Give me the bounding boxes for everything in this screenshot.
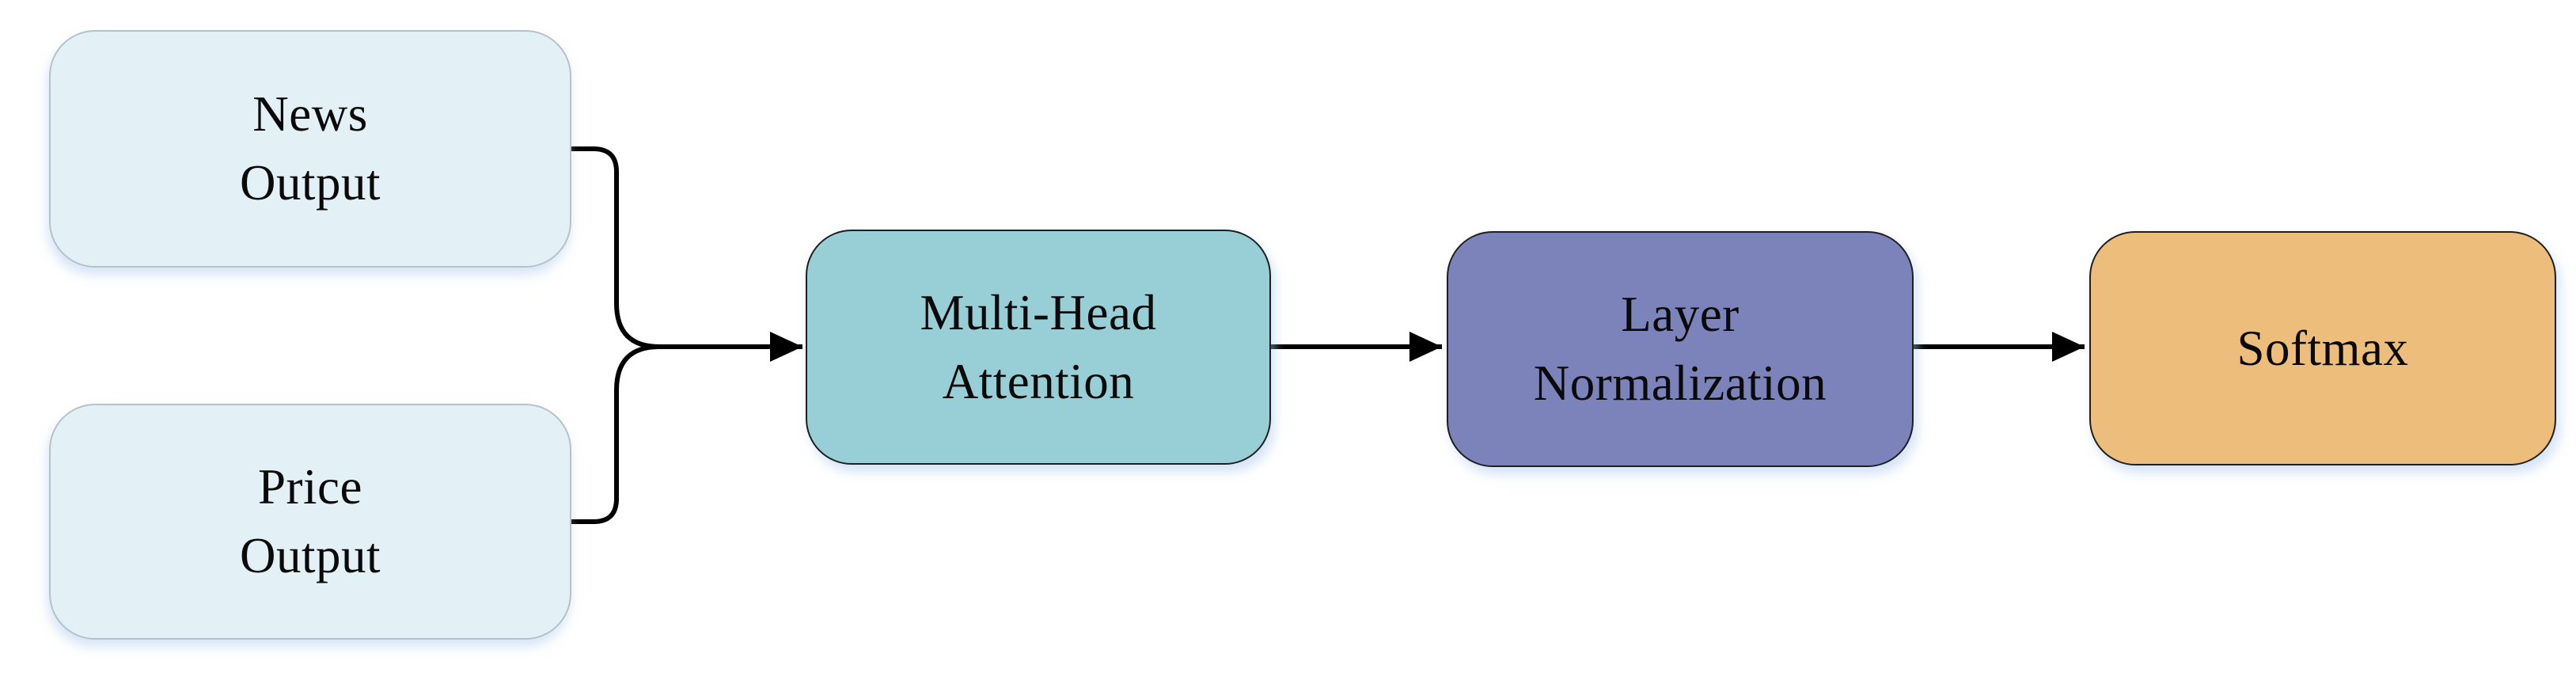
connector-news-to-junction (571, 146, 660, 349)
node-multi-head-attention-label-line-2: Attention (942, 353, 1135, 409)
node-price-output-label-line-1: Price (258, 459, 362, 515)
connector-price-to-junction (571, 344, 660, 524)
node-news-output-label-line-1: News (252, 86, 368, 142)
node-price-output: Price Output (49, 404, 571, 640)
node-layer-normalization-label-line-1: Layer (1621, 287, 1739, 342)
node-multi-head-attention: Multi-Head Attention (806, 230, 1271, 465)
node-multi-head-attention-label-line-1: Multi-Head (920, 284, 1157, 340)
node-layer-normalization-label-line-2: Normalization (1533, 355, 1827, 411)
node-price-output-label-line-2: Output (239, 528, 381, 583)
node-news-output: News Output (49, 30, 571, 268)
node-softmax: Softmax (2089, 231, 2556, 465)
node-softmax-label-line-1: Softmax (2236, 320, 2409, 376)
node-news-output-label-line-2: Output (239, 155, 381, 211)
node-layer-normalization: Layer Normalization (1447, 231, 1914, 467)
